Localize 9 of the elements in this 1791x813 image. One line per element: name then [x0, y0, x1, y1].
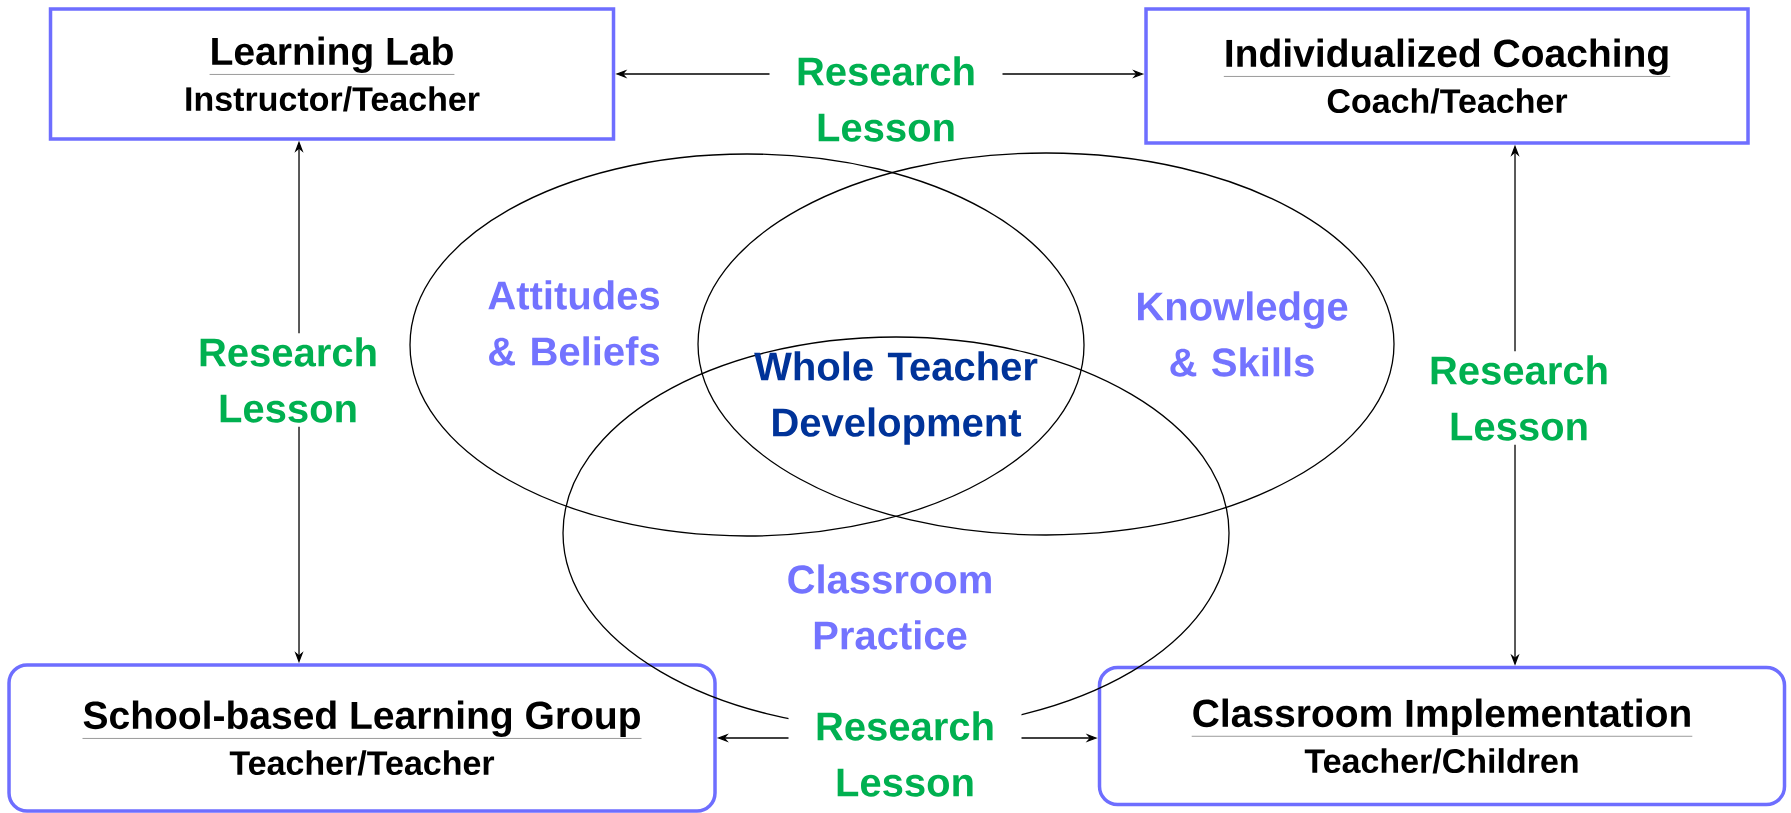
edge-label: Research Lesson [171, 333, 405, 427]
process-box: Classroom Implementation Teacher/Children [1097, 665, 1787, 807]
center-label: Whole Teacher Development [754, 351, 1038, 445]
process-box: Individualized Coaching Coach/Teacher [1144, 7, 1750, 145]
process-box: Learning Lab Instructor/Teacher [48, 7, 616, 141]
edge-label: Research Lesson [1402, 351, 1636, 445]
edge-label: Research Lesson [769, 52, 1003, 146]
edge-label: Research Lesson [788, 707, 1022, 801]
process-box: School-based Learning Group Teacher/Teacher [7, 663, 717, 813]
